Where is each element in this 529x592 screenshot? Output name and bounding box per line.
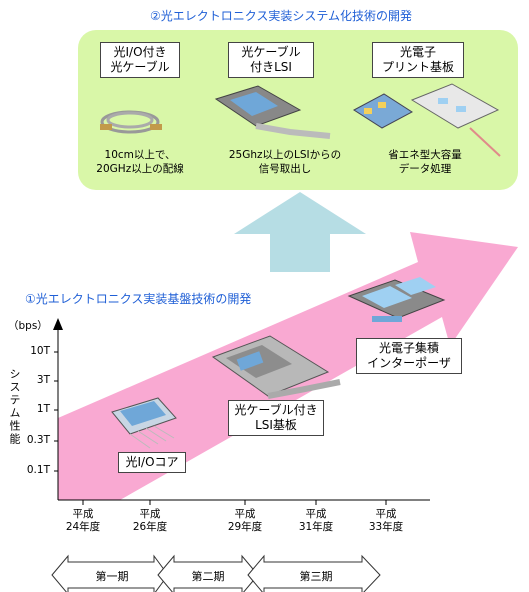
ytick-3T: 3T bbox=[36, 374, 50, 386]
ytick-0.1T: 0.1T bbox=[26, 464, 50, 476]
xtick-31: 平成 31年度 bbox=[298, 508, 334, 533]
pcb-illustration bbox=[353, 83, 501, 157]
up-arrow bbox=[234, 192, 366, 272]
xtick-24: 平成 24年度 bbox=[65, 508, 101, 533]
panel-caption-cable: 10cm以上で、 20GHz以上の配線 bbox=[96, 149, 184, 175]
interposer-illustration bbox=[347, 277, 446, 322]
phase-label-3: 第三期 bbox=[299, 570, 333, 583]
phase-label-2: 第二期 bbox=[191, 570, 225, 583]
ytick-10T: 10T bbox=[30, 345, 50, 357]
foundation-title: ①光エレクトロニクス実装基盤技術の開発 bbox=[25, 292, 252, 306]
ytick-0.3T: 0.3T bbox=[26, 434, 50, 446]
phase-arrow-3 bbox=[247, 554, 381, 592]
optical-io-core-chip bbox=[111, 397, 177, 449]
panel-label-lsi: 光ケーブル 付きLSI bbox=[228, 42, 314, 78]
optical-cable-illustration bbox=[100, 110, 162, 134]
stage-label-io-core: 光I/Oコア bbox=[118, 452, 186, 473]
panel-label-pcb: 光電子 プリント基板 bbox=[372, 42, 464, 78]
y-axis-label: システム性能 bbox=[8, 368, 21, 446]
system-title: ②光エレクトロニクス実装システム化技術の開発 bbox=[150, 9, 413, 23]
stage-label-lsi-substrate: 光ケーブル付き LSI基板 bbox=[228, 400, 324, 436]
ytick-1T: 1T bbox=[36, 403, 50, 415]
panel-caption-lsi: 25Ghz以上のLSIからの 信号取出し bbox=[228, 149, 342, 175]
stage-label-interposer: 光電子集積 インターポーザ bbox=[356, 338, 462, 374]
phase-label-1: 第一期 bbox=[95, 570, 129, 583]
xtick-33: 平成 33年度 bbox=[368, 508, 404, 533]
cable-lsi-illustration bbox=[214, 85, 331, 139]
unit-label: （bps） bbox=[8, 320, 48, 332]
xtick-29: 平成 29年度 bbox=[227, 508, 263, 533]
panel-caption-pcb: 省エネ型大容量 データ処理 bbox=[388, 149, 462, 175]
lsi-substrate-illustration bbox=[211, 335, 341, 399]
panel-label-cable: 光I/O付き 光ケーブル bbox=[100, 42, 180, 78]
y-axis-arrowhead bbox=[53, 318, 63, 330]
xtick-26: 平成 26年度 bbox=[132, 508, 168, 533]
